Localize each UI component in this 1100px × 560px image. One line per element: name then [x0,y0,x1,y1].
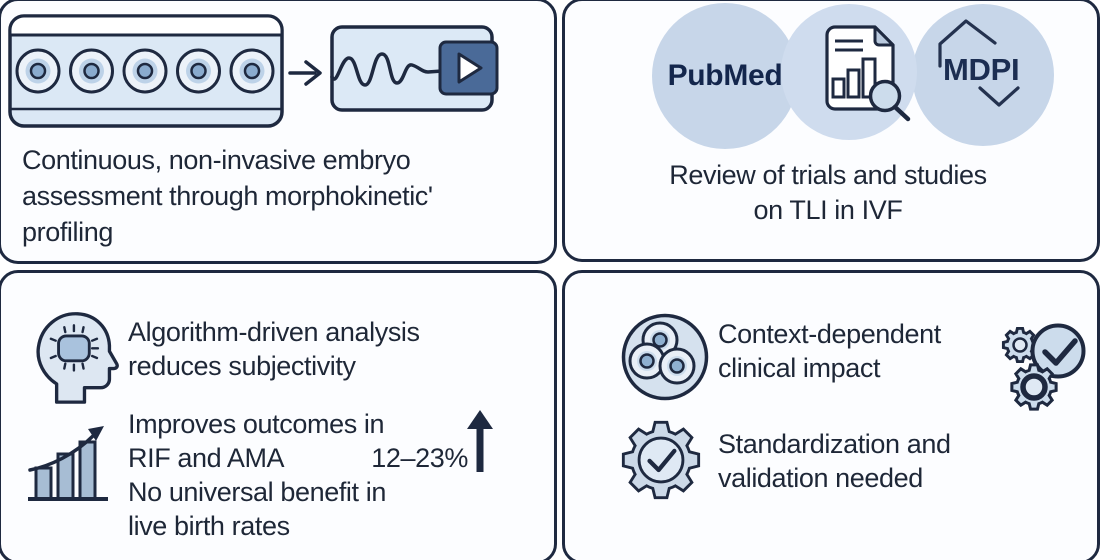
no-benefit-text: No universal benefit in live birth rates [128,475,386,543]
pubmed-logo: PubMed [667,59,783,92]
caption-line: Review of trials and studies [669,160,987,190]
mdpi-logo: MDPI [943,52,1020,87]
caption-line: profiling [22,217,113,247]
text-line: validation needed [718,463,923,493]
text-line: Standardization and [718,429,951,459]
algorithm-text: Algorithm-driven analysis reduces subjec… [128,315,420,383]
text-line: Algorithm-driven analysis [128,317,420,347]
caption-line: Continuous, non-invasive embryo [22,145,411,175]
text-line: clinical impact [718,353,881,383]
waveform-line [330,52,444,87]
embryo-cells-icon [621,313,709,401]
embryo-cell-icons [15,48,275,94]
growth-arrow [28,433,96,472]
check-icon [1042,338,1078,366]
chip-rays [49,324,100,372]
text-line: RIF and AMA [128,443,285,473]
up-arrow-icon [467,410,493,472]
text-line: Improves outcomes in [128,409,385,439]
embryo-dish-icon [8,14,284,128]
context-dependent-text: Context-dependent clinical impact [718,317,941,385]
text-line: live birth rates [128,511,290,541]
standardization-text: Standardization and validation needed [718,427,951,495]
gears-check-icon [1001,323,1086,411]
improves-outcomes-text: Improves outcomes in RIF and AMA 12–23% [128,407,468,475]
caption-line: on TLI in IVF [753,195,903,225]
bar-chart-growth-icon [28,426,108,501]
text-line: No universal benefit in [128,477,386,507]
brain-chip-icon [36,312,119,404]
text-line: Context-dependent [718,319,941,349]
check-icon [647,448,677,473]
top-right-caption: Review of trials and studies on TLI in I… [562,158,1094,228]
review-badge-circle [781,4,917,140]
magnifier-icon [868,79,911,122]
caption-line: assessment through morphokinetic' [22,181,433,211]
document-chart-icon [825,25,911,122]
gear-check-icon [621,420,701,500]
pubmed-badge-circle: PubMed [652,3,798,149]
text-line: reduces subjectivity [128,351,356,381]
mdpi-logo-hexagon [938,19,1020,107]
play-icon [457,52,483,84]
mdpi-badge-circle: MDPI [912,4,1054,146]
top-left-caption: Continuous, non-invasive embryo assessme… [22,142,433,250]
stat-value: 12–23% [371,443,468,473]
time-lapse-player-icon [330,25,499,112]
arrow-right-icon [288,60,322,86]
